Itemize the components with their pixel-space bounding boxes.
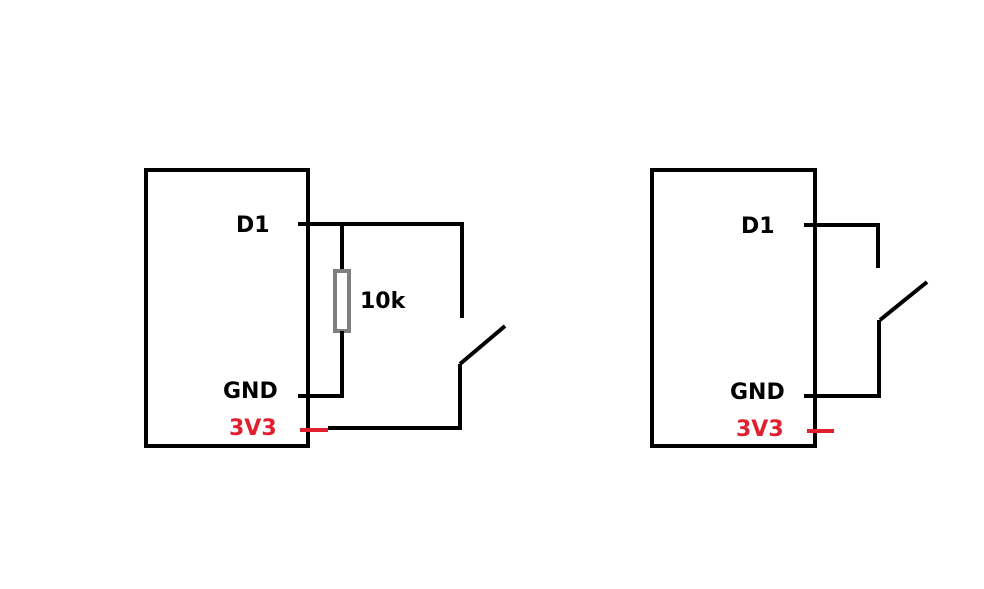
left-switch-3v3-wire (328, 364, 462, 430)
left-circuit: D1 GND 3V3 10k (144, 168, 507, 448)
left-mcu-box (144, 168, 310, 448)
left-switch-lever (458, 324, 507, 366)
left-d1-wire (298, 222, 464, 318)
left-gnd-wire (298, 331, 344, 398)
left-gnd-label: GND (223, 379, 278, 404)
right-switch-lever (878, 280, 929, 322)
left-resistor (333, 269, 351, 333)
right-circuit: D1 GND 3V3 (650, 168, 929, 448)
left-d1-label: D1 (236, 213, 270, 238)
right-d1-wire (804, 223, 880, 268)
right-3v3-label: 3V3 (736, 417, 784, 442)
left-resistor-label: 10k (360, 289, 407, 314)
right-gnd-label: GND (730, 380, 785, 405)
right-d1-label: D1 (741, 214, 775, 239)
left-3v3-label: 3V3 (229, 416, 277, 441)
right-mcu-box (650, 168, 817, 448)
right-switch-gnd-wire (804, 320, 881, 398)
